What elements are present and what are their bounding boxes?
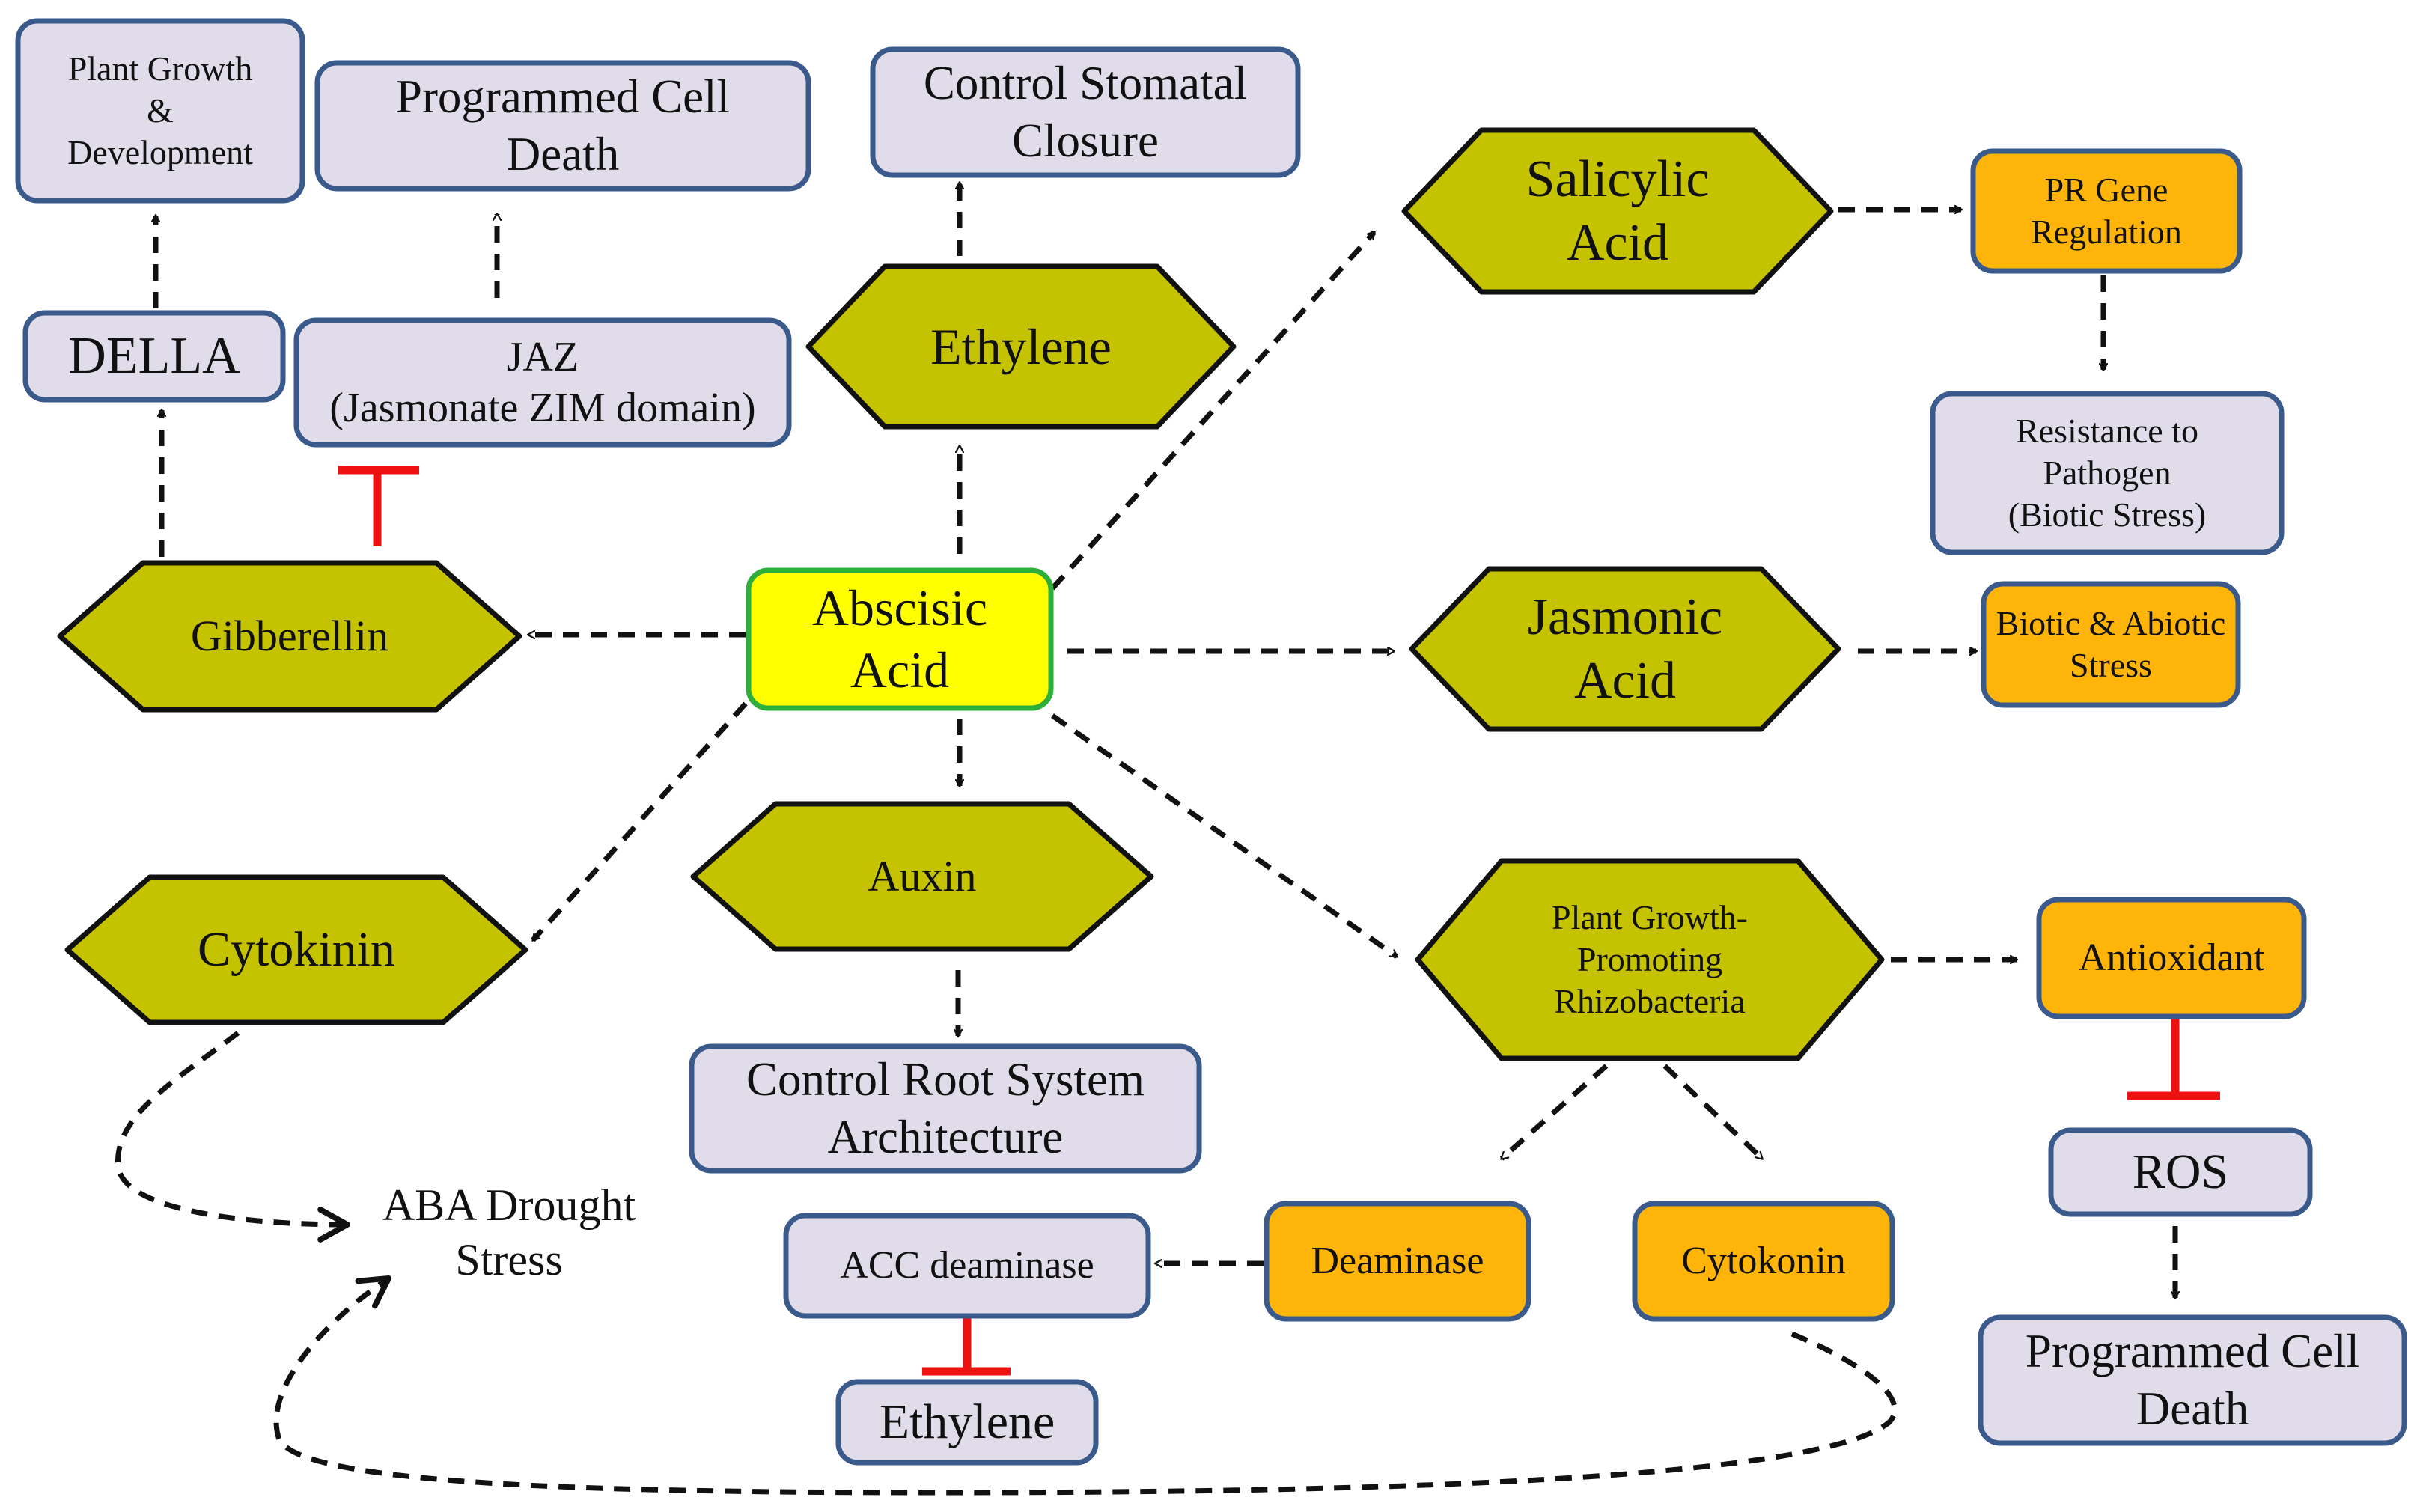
acc-box (783, 1213, 1151, 1319)
biotic-abiotic-label: Biotic & Abiotic Stress (1996, 603, 2226, 684)
cytokonin-box (1632, 1201, 1895, 1322)
pcd-top-box (314, 60, 811, 192)
aba-label: Abscisic Acid (811, 579, 988, 698)
acc-label: ACC deaminase (840, 1244, 1094, 1287)
pr-gene-label: PR Gene Regulation (2031, 170, 2182, 251)
resistance-box (1930, 391, 2285, 555)
arrow-cytokinin-to-drought (115, 1031, 350, 1243)
antioxidant-box (2036, 897, 2307, 1019)
cytokinin-label: Cytokinin (197, 921, 396, 977)
ethylene-hex-label: Ethylene (930, 317, 1112, 375)
plant-growth-label: Plant Growth & Development (67, 49, 253, 172)
edges (115, 183, 2220, 1496)
pcd-bottom-label: Programmed Cell Death (2025, 1325, 2360, 1435)
aba-drought-label: ABA Drought Stress (382, 1180, 636, 1284)
node-shapes (15, 18, 2407, 1466)
salicylic-hex (1401, 127, 1834, 295)
auxin-label: Auxin (868, 851, 977, 900)
pgpr-label: Plant Growth- Promoting Rhizobacteria (1552, 897, 1748, 1021)
jaz-box (293, 317, 792, 448)
auxin-hex (690, 801, 1154, 952)
gibberellin-label: Gibberellin (190, 611, 389, 660)
deaminase-box (1264, 1201, 1531, 1322)
jasmonic-hex (1409, 566, 1841, 732)
arrow-pgpr-to-cytokonin (1662, 1064, 1764, 1161)
pcd-top-label: Programmed Cell Death (395, 70, 731, 180)
jaz-label: JAZ (Jasmonate ZIM domain) (329, 333, 756, 431)
della-label: DELLA (68, 327, 240, 385)
ethylene-box-label: Ethylene (879, 1394, 1055, 1449)
ros-label: ROS (2132, 1144, 2229, 1199)
stomatal-box (870, 46, 1301, 178)
stomatal-label: Control Stomatal Closure (923, 57, 1248, 167)
salicylic-label: Salicylic Acid (1526, 150, 1710, 272)
arrow-aba-to-salicylic (1050, 230, 1377, 591)
arrow-aba-to-cytokinin (531, 701, 748, 942)
resistance-label: Resistance to Pathogen (Biotic Stress) (2008, 411, 2207, 534)
della-box (22, 310, 286, 403)
cytokinin-hex (64, 874, 528, 1025)
inhibit-gibberellin-jaz (338, 466, 419, 546)
gibberellin-hex (57, 560, 522, 713)
pr-gene-box (1970, 148, 2243, 274)
jasmonic-label: Jasmonic Acid (1527, 588, 1723, 710)
antioxidant-label: Antioxidant (2078, 936, 2265, 980)
plant-growth-box (15, 18, 305, 204)
aba-box (746, 567, 1054, 711)
cytokonin-label: Cytokonin (1681, 1240, 1846, 1283)
arrow-aba-to-pgpr (1050, 713, 1399, 959)
root-arch-label: Control Root System Architecture (746, 1053, 1145, 1163)
arrow-loop-to-drought (273, 1275, 1898, 1496)
arrow-pgpr-to-deaminase (1499, 1064, 1609, 1161)
inhibit-antioxidant-ros (2127, 1016, 2220, 1100)
ethylene-box (835, 1379, 1099, 1466)
inhibit-acc-ethylene (922, 1316, 1011, 1376)
ethylene-hex (805, 263, 1237, 430)
ros-box (2048, 1127, 2313, 1217)
pgpr-hex (1415, 858, 1885, 1061)
biotic-abiotic-box (1981, 581, 2241, 708)
deaminase-label: Deaminase (1311, 1240, 1484, 1283)
pcd-bottom-box (1978, 1314, 2407, 1446)
root-arch-box (689, 1043, 1202, 1174)
